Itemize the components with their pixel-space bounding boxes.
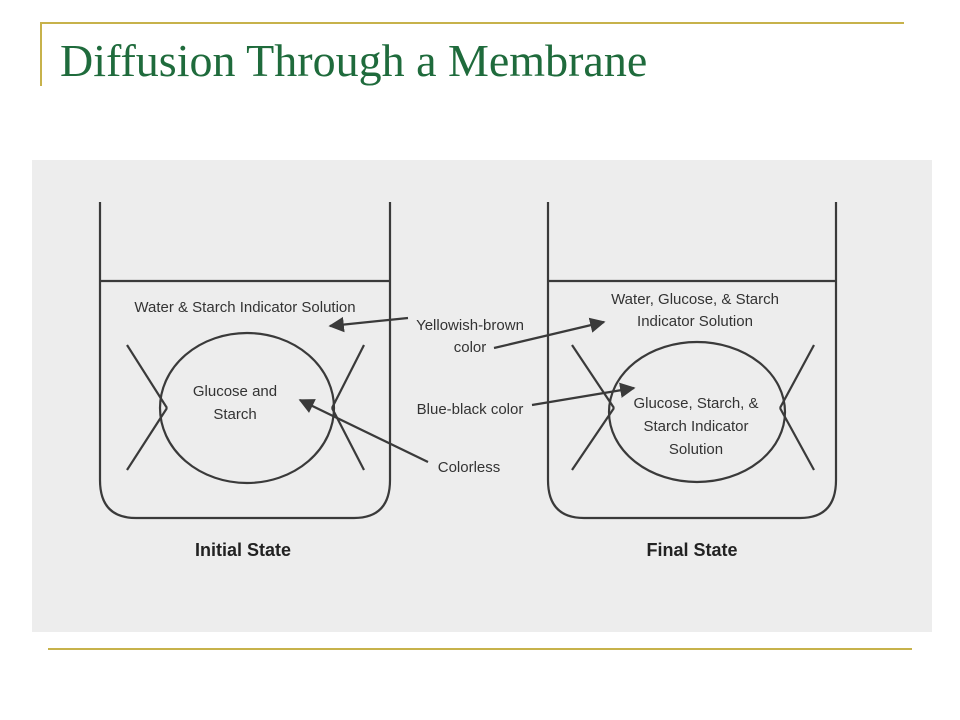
callout-colorless: Colorless: [438, 459, 501, 476]
diagram-svg: Water & Starch Indicator Solution Glucos…: [98, 202, 838, 560]
initial-membrane-bag: [158, 331, 336, 485]
arrow-yellowish-to-final: [493, 317, 606, 350]
final-membrane-label-line3: Solution: [669, 441, 723, 458]
initial-state-caption: Initial State: [195, 540, 291, 560]
arrow-yellowish-to-initial: [328, 316, 409, 333]
arrow-blue-black-to-final: [531, 382, 636, 407]
final-liquid-label-line2: Indicator Solution: [637, 313, 753, 330]
callout-yellowish-line1: Yellowish-brown: [416, 317, 524, 334]
accent-rule-top: [40, 22, 904, 24]
callout-yellowish-line2: color: [454, 339, 487, 356]
initial-liquid-label: Water & Starch Indicator Solution: [134, 299, 355, 316]
final-membrane-label-line1: Glucose, Starch, &: [633, 395, 758, 412]
final-liquid-label-line1: Water, Glucose, & Starch: [611, 291, 779, 308]
initial-beaker-outline: [98, 202, 392, 520]
final-state-caption: Final State: [646, 540, 737, 560]
final-beaker: Water, Glucose, & Starch Indicator Solut…: [546, 202, 838, 560]
slide-title: Diffusion Through a Membrane: [60, 35, 648, 86]
accent-rule-bottom: [48, 648, 912, 650]
accent-rule-left: [40, 22, 42, 86]
callout-blue-black: Blue-black color: [417, 401, 524, 418]
final-beaker-outline: [546, 202, 838, 520]
initial-membrane-label-line1: Glucose and: [193, 383, 277, 400]
diffusion-diagram: Water & Starch Indicator Solution Glucos…: [32, 160, 932, 632]
final-membrane-label-line2: Starch Indicator: [643, 418, 748, 435]
final-membrane-bag: [607, 340, 787, 484]
arrow-colorless-to-initial: [298, 399, 429, 463]
final-support-left-b: [571, 407, 615, 471]
final-support-right-a: [779, 344, 815, 409]
initial-beaker: Water & Starch Indicator Solution Glucos…: [98, 202, 392, 560]
initial-membrane-label-line2: Starch: [213, 406, 256, 423]
final-support-left-a: [571, 344, 615, 409]
initial-support-right-a: [331, 344, 365, 409]
